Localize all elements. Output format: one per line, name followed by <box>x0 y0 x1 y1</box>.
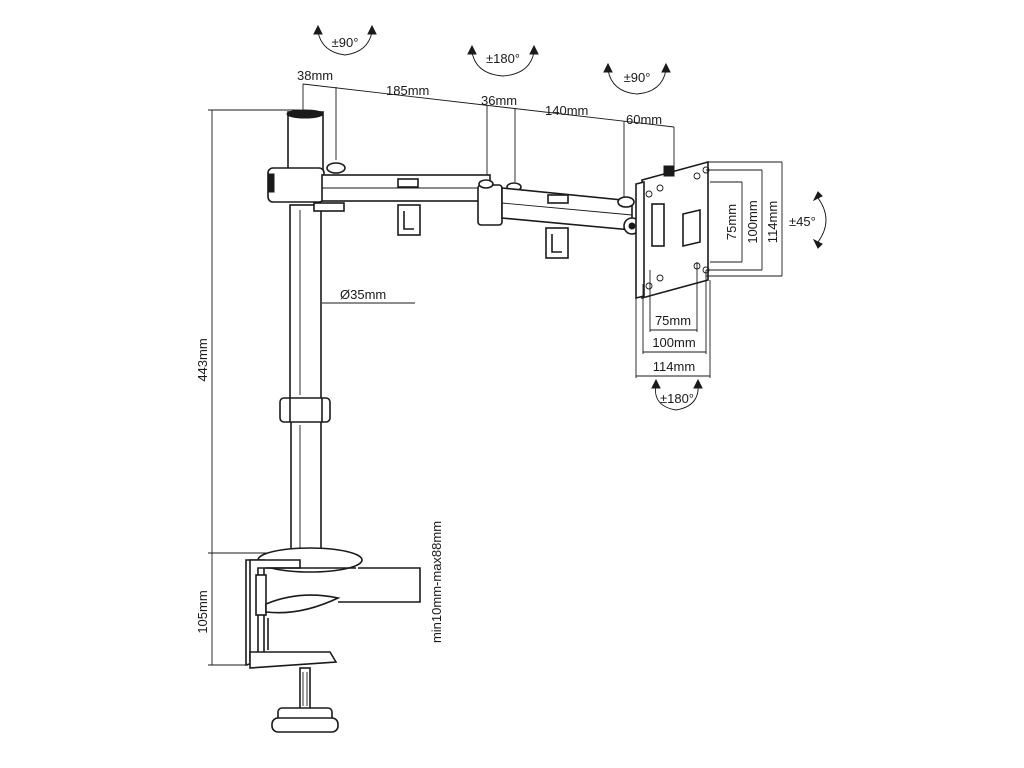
dimension-label: 185mm <box>386 83 429 98</box>
dimension-label: 114mm <box>765 201 780 243</box>
rotation-top-left: ±90° <box>313 24 377 56</box>
rotation-label: ±180° <box>486 51 520 66</box>
rotation-tilt: ±45° <box>789 191 827 249</box>
dimension-label: 36mm <box>481 93 517 108</box>
dimension-label: 140mm <box>545 103 588 118</box>
rotation-label: ±90° <box>332 35 359 50</box>
dimension-label: 75mm <box>655 313 691 328</box>
top-dimension-chain: 38mm 185mm 36mm 140mm 60mm <box>297 68 675 198</box>
dimension-label: 60mm <box>626 112 662 127</box>
rotation-top-middle: ±180° <box>467 44 539 77</box>
vesa-height-dimensions: 75mm 100mm 114mm <box>706 161 783 277</box>
dimension-label: 443mm <box>195 338 210 381</box>
height-dimensions: 443mm 105mm <box>195 109 300 666</box>
vesa-width-dimensions: 75mm 100mm 114mm <box>635 262 711 378</box>
rotation-swivel: ±180° <box>651 378 703 411</box>
pole <box>286 109 324 571</box>
dimension-label: 100mm <box>745 200 760 243</box>
clamp-range-callout: min10mm-max88mm <box>429 521 444 643</box>
pole-diameter-callout: Ø35mm <box>322 287 415 304</box>
dimension-label: 114mm <box>653 359 695 374</box>
vesa-plate <box>635 160 710 300</box>
dimension-label: 100mm <box>652 335 695 350</box>
rotation-top-right: ±90° <box>603 62 671 95</box>
rotation-label: ±180° <box>660 391 694 406</box>
dimension-label: 75mm <box>724 204 739 240</box>
dimension-label: 105mm <box>195 590 210 633</box>
rotation-label: ±90° <box>624 70 651 85</box>
arm <box>267 162 641 259</box>
desk-clamp <box>245 547 421 733</box>
dimension-label: Ø35mm <box>340 287 386 302</box>
dimension-label: 38mm <box>297 68 333 83</box>
rotation-label: ±45° <box>789 214 816 229</box>
height-collar <box>279 397 331 423</box>
dimension-label: min10mm-max88mm <box>429 521 444 643</box>
